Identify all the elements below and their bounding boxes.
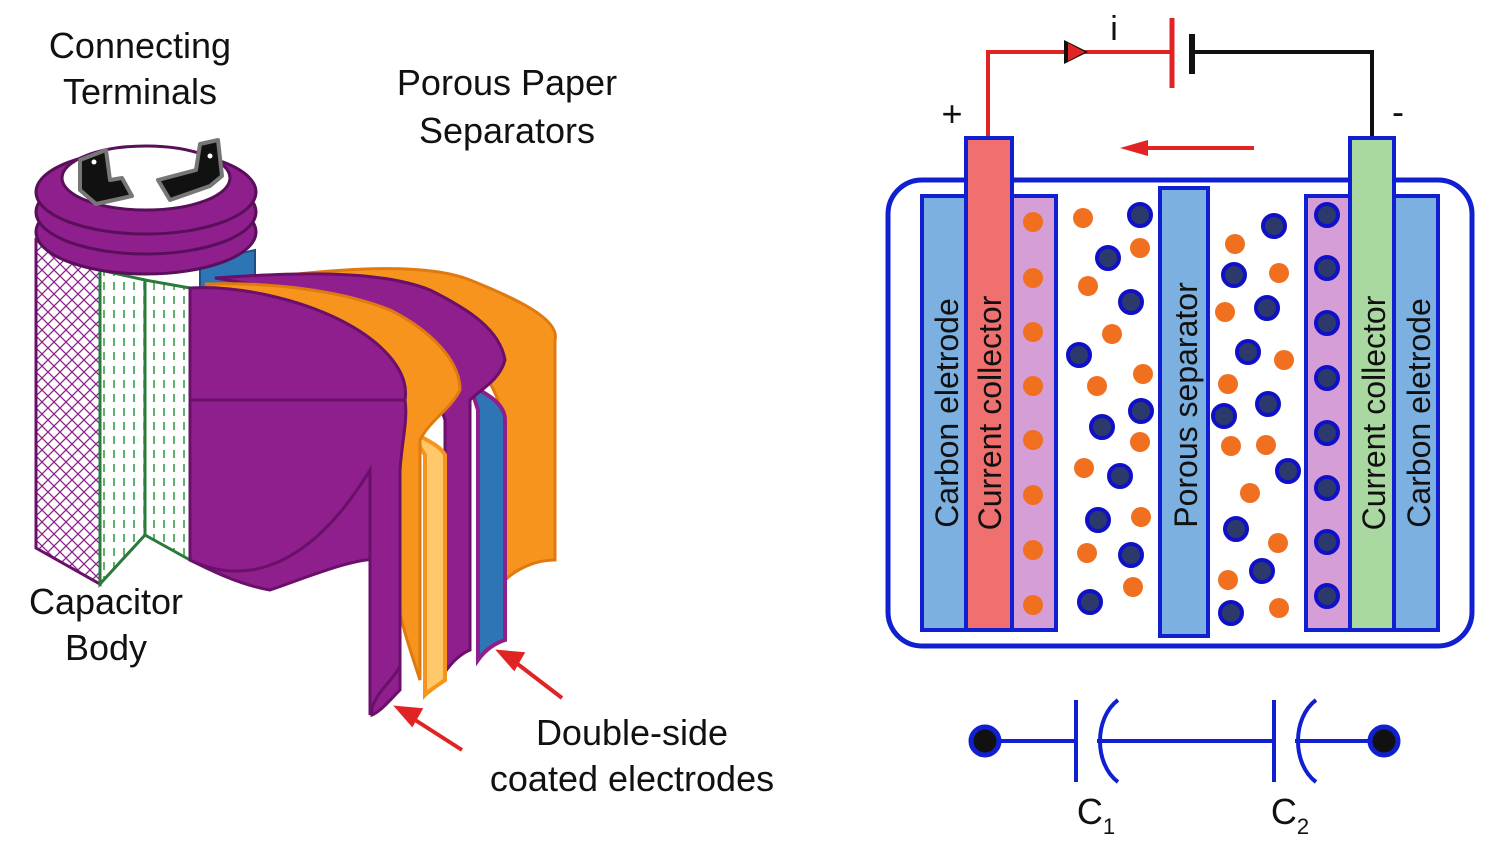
capacitor-body-label-line1: Capacitor [29,581,183,622]
positive-ion [1087,376,1107,396]
positive-ion [1218,374,1238,394]
porous-paper-label-line2: Separators [419,110,595,151]
positive-ion [1256,435,1276,455]
positive-ion [1218,570,1238,590]
positive-ion [1268,533,1288,553]
negative-ion [1077,589,1103,615]
current-label: i [1110,10,1118,48]
positive-ion [1023,268,1043,288]
positive-ion [1023,540,1043,560]
circuit-node-right [1367,724,1401,758]
positive-ion [1023,376,1043,396]
current-collector-right-label: Current collector [1356,295,1392,530]
porous-separator [1158,186,1210,638]
negative-ion [1118,289,1144,315]
negative-ion [1314,365,1340,391]
positive-ion [1131,507,1151,527]
capacitor-body-inner-left [98,268,147,588]
connecting-terminals-label-line2: Terminals [63,71,217,112]
positive-terminal-label: + [941,93,962,134]
double-layer-left [1010,194,1058,632]
positive-ion [1077,543,1097,563]
negative-ion [1261,213,1287,239]
positive-ion [1023,430,1043,450]
positive-ion [1240,483,1260,503]
positive-ion [1102,324,1122,344]
positive-ion [1225,234,1245,254]
negative-ion [1314,255,1340,281]
negative-ion [1235,339,1261,365]
negative-ion [1089,414,1115,440]
capacitor-body-inner-right [143,278,192,563]
positive-ion [1215,302,1235,322]
positive-ion [1023,212,1043,232]
terminal-right-icon [156,138,224,202]
negative-ion [1095,245,1121,271]
connecting-terminals-label-line1: Connecting [49,25,231,66]
negative-ion [1314,529,1340,555]
positive-ion [1133,364,1153,384]
circuit-node-left [968,724,1002,758]
c2-label: C2 [1271,791,1309,839]
negative-ion [1066,342,1092,368]
negative-ion [1314,420,1340,446]
positive-ion [1123,577,1143,597]
negative-ion [1211,403,1237,429]
negative-ion [1314,310,1340,336]
positive-ion [1074,458,1094,478]
c1-label: C1 [1077,791,1115,839]
rolled-capacitor [34,138,557,718]
positive-ion [1078,276,1098,296]
negative-ion [1118,542,1144,568]
negative-ion [1314,475,1340,501]
electrolyte-ions [1023,202,1340,626]
carbon-electrode-left [920,194,968,632]
positive-ion [1130,432,1150,452]
negative-ion [1255,391,1281,417]
positive-ion [1023,485,1043,505]
current-collector-left-label: Current collector [972,295,1008,530]
porous-paper-label-line1: Porous Paper [397,62,617,103]
negative-ion [1314,583,1340,609]
unrolled-light-orange-sheet [408,428,447,700]
negative-ion [1249,558,1275,584]
negative-ion [1107,463,1133,489]
carbon-electrode-left-label: Carbon eletrode [929,298,965,527]
positive-ion [1221,436,1241,456]
electrodes-label-line1: Double-side [536,712,728,753]
purple-sheet-lower-curl [188,398,408,716]
negative-ion [1128,398,1154,424]
positive-ion [1274,350,1294,370]
positive-ion [1023,595,1043,615]
negative-ion [1275,458,1301,484]
positive-ion [1073,208,1093,228]
positive-ion [1023,322,1043,342]
negative-ion [1223,516,1249,542]
negative-ion [1085,507,1111,533]
capacitor-body-label-line2: Body [65,627,147,668]
carbon-electrode-right-label: Carbon eletrode [1401,298,1437,527]
negative-ion [1218,600,1244,626]
unrolled-blue-sheet [466,381,507,667]
negative-ion [1314,202,1340,228]
capacitor-body-hatched-side [34,237,102,587]
electrode-pointer-arrows [393,649,564,752]
negative-ion [1221,262,1247,288]
equivalent-circuit [985,698,1384,784]
negative-terminal-label: - [1392,91,1404,132]
circuit-wires [986,18,1374,138]
negative-ion [1254,295,1280,321]
positive-ion [1269,263,1289,283]
positive-ion [1269,598,1289,618]
carbon-electrode-right [1392,194,1440,632]
positive-ion [1130,238,1150,258]
negative-ion [1127,202,1153,228]
electrodes-label-line2: coated electrodes [490,758,774,799]
porous-separator-label: Porous separator [1168,282,1204,528]
ion-flow-arrow [1120,140,1254,156]
